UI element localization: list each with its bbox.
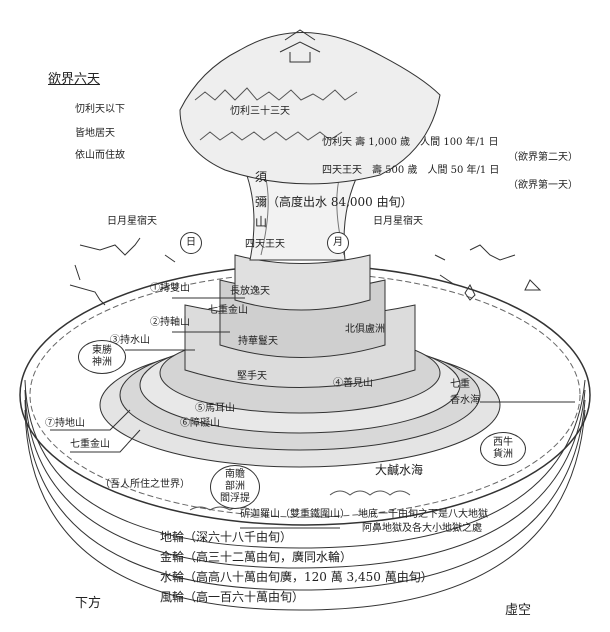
sumeru-label-3: 山 <box>255 215 268 229</box>
sumeru-label-1: 須 <box>255 170 268 184</box>
seven-gold-lower-label: 七重金山 <box>70 439 110 450</box>
sun-label: 日 <box>186 237 196 248</box>
earth-wheel-ring <box>24 379 586 549</box>
north-continent: 北俱盧洲 <box>345 324 385 335</box>
mountain-1-label: ①持雙山 <box>150 283 190 294</box>
left-note-3: 依山而住故 <box>75 150 125 161</box>
east-continent: 東勝 神洲 <box>78 340 126 374</box>
below-label: 下方 <box>75 596 102 611</box>
trayastrimsa-rank: （欲界第二天） <box>508 152 578 163</box>
four-kings-info: 四天王天 壽 500 歲 人間 50 年/1 日 <box>322 165 500 176</box>
mountain-6-label: ⑥障礙山 <box>180 418 220 429</box>
sumeru-label-2: 彌（高度出水 84,000 由旬） <box>255 195 413 209</box>
trayastrimsa-label: 忉利三十三天 <box>230 106 290 117</box>
our-world-label: （吾人所住之世界） <box>100 479 190 490</box>
iron-ring-label: 斫迦羅山（雙重鐵圍山） <box>240 509 350 520</box>
mountain-2-label: ②持軸山 <box>150 317 190 328</box>
trayastrimsa-plateau <box>179 32 441 185</box>
hell-label-1: 地底一千由旬之下是八大地獄 <box>358 509 488 520</box>
salt-sea-label: 大鹹水海 <box>375 463 424 477</box>
tier-3-label: 堅手天 <box>237 371 267 382</box>
mountain-3-label: ③持水山 <box>110 335 150 346</box>
gold-wheel-ring <box>24 389 586 569</box>
moon-label: 月 <box>333 237 343 248</box>
water-wheel-ring <box>24 399 586 591</box>
wind-wheel-ring <box>24 409 586 611</box>
mountain-5-label: ⑤馬耳山 <box>195 403 235 414</box>
void-label: 虛空 <box>505 603 532 618</box>
four-kings-rank: （欲界第一天） <box>508 180 578 191</box>
constellations-left <box>69 237 176 306</box>
tier-1-label: 長放逸天 <box>230 286 270 297</box>
sun-moon-stars-left: 日月星宿天 <box>107 216 157 227</box>
sun-circle: 日 <box>180 232 202 254</box>
wind-wheel-label: 風輪（高一百六十萬由旬） <box>160 590 305 604</box>
fragrant-sea-label-1: 七重 <box>450 379 470 390</box>
left-note-1: 忉利天以下 <box>75 104 125 115</box>
fragrant-sea-label-2: 香水海 <box>450 395 480 406</box>
sun-moon-stars-right: 日月星宿天 <box>373 216 423 227</box>
tier-1 <box>234 254 371 311</box>
four-kings-tier-label: 四天王天 <box>245 239 285 250</box>
left-note-2: 皆地居天 <box>75 128 115 139</box>
trayastrimsa-info: 忉利天 壽 1,000 歲 人間 100 年/1 日 <box>322 137 499 148</box>
mountain-7-label: ⑦持地山 <box>45 418 85 429</box>
title: 欲界六天 <box>48 72 101 87</box>
palace <box>279 29 321 63</box>
seven-gold-upper-label: 七重金山 <box>208 305 248 316</box>
mountain-4-label: ④善見山 <box>333 378 373 389</box>
gold-wheel-label: 金輪（高三十二萬由旬，廣同水輪） <box>160 550 353 564</box>
constellations-right <box>434 244 542 301</box>
earth-wheel-label: 地輪（深六十八千由旬） <box>160 530 293 544</box>
hell-label-2: 阿鼻地獄及各大小地獄之處 <box>362 523 482 534</box>
moon-circle: 月 <box>327 232 349 254</box>
water-wheel-label: 水輪（高高八十萬由旬廣，120 萬 3,450 萬由旬） <box>160 570 433 584</box>
south-continent: 南贍 部洲 閻浮提 <box>210 465 260 509</box>
tier-2-label: 持華鬘天 <box>238 336 278 347</box>
west-continent: 西牛 貨洲 <box>480 432 526 466</box>
